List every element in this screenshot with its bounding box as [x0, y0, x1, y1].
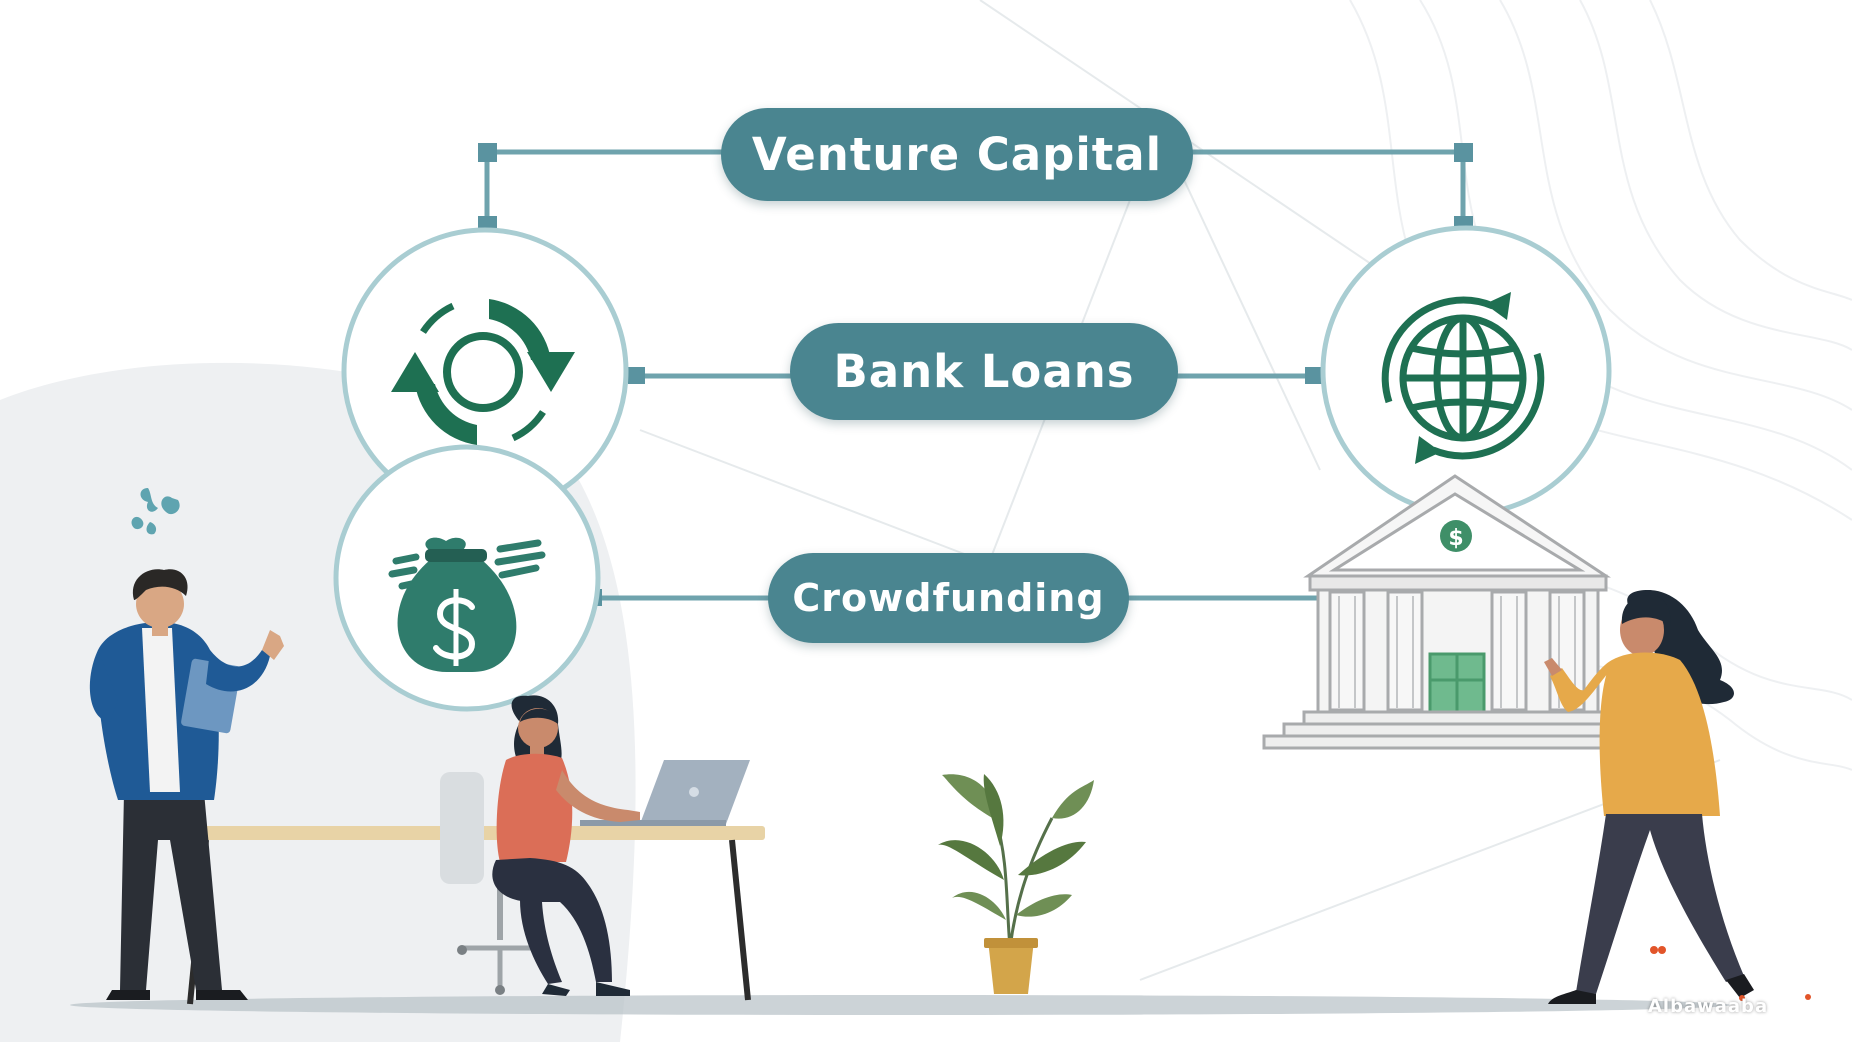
seated-woman-figure — [492, 695, 640, 996]
bank-loans-node: Bank Loans — [790, 323, 1178, 420]
globe-icon — [1381, 292, 1545, 464]
svg-text:$: $ — [1448, 526, 1463, 551]
office-chair — [440, 772, 545, 995]
standing-woman-figure — [1544, 590, 1754, 1004]
money-bag-icon — [388, 537, 546, 672]
logo-dots — [1650, 946, 1811, 1001]
crowdfunding-node: Crowdfunding — [768, 553, 1129, 643]
bank-building-icon: $ — [1262, 474, 1611, 750]
venture-capital-node: Venture Capital — [721, 108, 1193, 201]
watermark: Albawaaba — [1648, 996, 1769, 1017]
standing-man-figure — [89, 488, 284, 1000]
connector-lines — [484, 149, 1466, 601]
potted-plant — [938, 774, 1094, 994]
refresh-cycle-icon — [391, 299, 575, 445]
floor-shadow — [70, 995, 1730, 1015]
